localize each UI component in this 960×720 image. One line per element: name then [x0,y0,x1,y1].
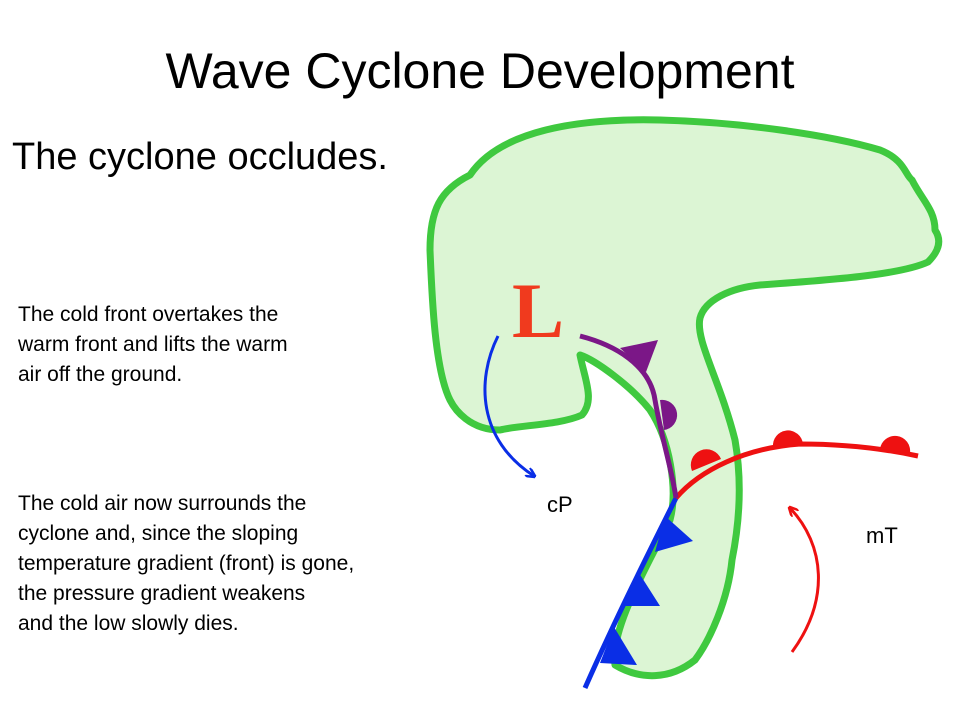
warm-front-semicircle [880,435,911,453]
cloud-outline [426,116,943,680]
paragraph-line: The cold air now surrounds the [18,492,307,515]
paragraph-line: temperature gradient (front) is gone, [18,552,355,575]
paragraph-line: the pressure gradient weakens [18,582,306,605]
warm-air-mass-label: mT [866,523,898,548]
occluded-front-semicircle [660,399,678,430]
warm-front-semicircle [690,449,721,471]
paragraph-line: air off the ground. [18,363,183,386]
occluded-front-triangle [620,340,658,372]
cold-air-arrow [483,335,534,476]
subtitle: The cyclone occludes. [12,136,388,178]
cold-air-mass-label: cP [547,492,573,517]
warm-front-semicircle [772,430,803,447]
paragraph-line: The cold front overtakes the [18,303,279,326]
page-title: Wave Cyclone Development [165,43,795,99]
cloud-shape [430,119,939,676]
paragraph-line: warm front and lifts the warm [18,333,288,356]
warm-air-arrow [790,508,820,653]
cold-front-triangle [655,516,693,552]
cold-front-triangle [624,573,660,606]
occluded-front-line [579,333,679,499]
paragraph-cold-air-surrounds: The cold air now surrounds the cyclone a… [18,489,354,639]
low-pressure-symbol: L [512,267,565,354]
paragraph-line: and the low slowly dies. [18,612,239,635]
cold-front-triangle [600,627,637,665]
paragraph-line: cyclone and, since the sloping [18,522,299,545]
paragraph-cold-front-overtakes: The cold front overtakes the warm front … [18,300,288,390]
